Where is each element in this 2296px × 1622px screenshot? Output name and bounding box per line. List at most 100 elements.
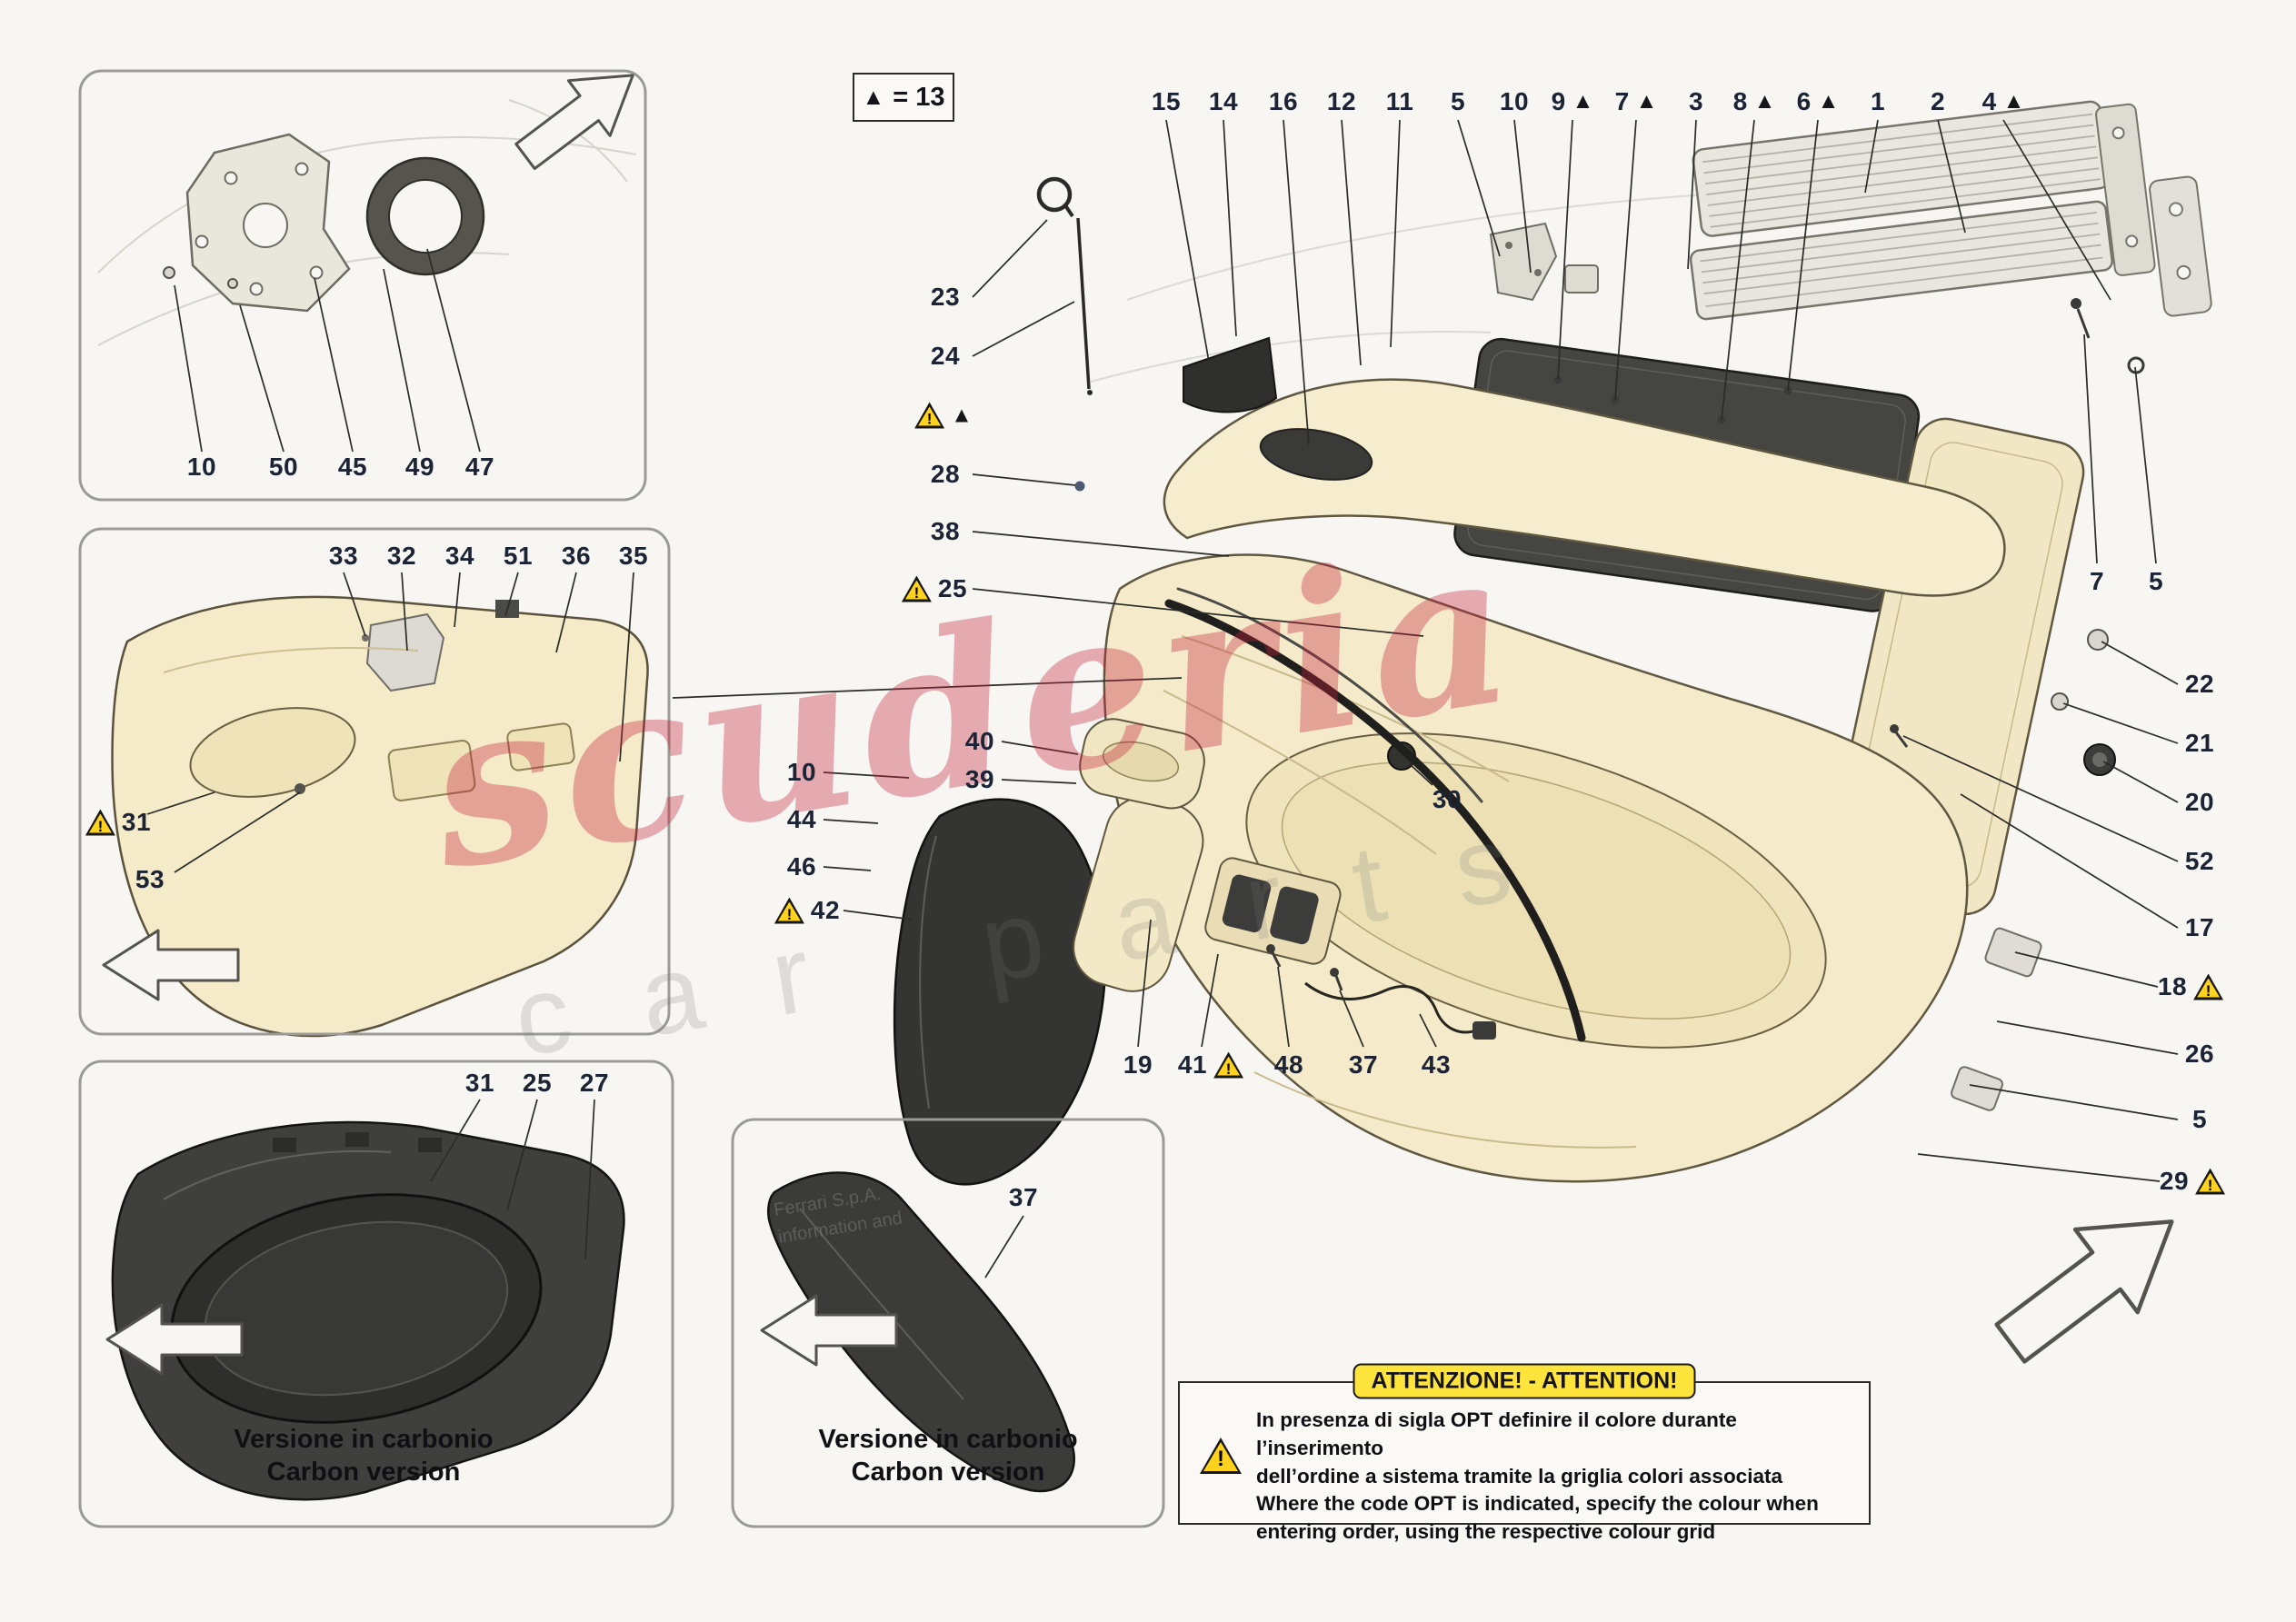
callout-number: 33 bbox=[328, 542, 359, 570]
callout-19-27: 19 bbox=[1123, 1050, 1153, 1080]
callout-number: 45 bbox=[337, 453, 368, 481]
attention-line: dell’ordine a sistema tramite la griglia… bbox=[1256, 1464, 1782, 1488]
callout-39-22: 39 bbox=[965, 765, 994, 794]
callout-number: 22 bbox=[2184, 670, 2215, 698]
callout-10-44: 10 bbox=[187, 453, 216, 482]
triangle-icon: ▲ bbox=[1635, 89, 1658, 114]
callout-number: 21 bbox=[2184, 729, 2215, 757]
callout-37-60: 37 bbox=[1009, 1183, 1038, 1212]
callout-number: 15 bbox=[1151, 87, 1182, 115]
callout-number: 26 bbox=[2184, 1040, 2215, 1068]
pull-ring-part bbox=[1036, 176, 1093, 395]
callout-29-43: 29! bbox=[2160, 1167, 2226, 1196]
callout-number: 41 bbox=[1177, 1050, 1208, 1079]
warning-icon: ! bbox=[1213, 1051, 1244, 1079]
wiring-harness-part bbox=[1304, 981, 1496, 1040]
callout-number: 5 bbox=[1450, 87, 1466, 115]
callout-2-13: 2 bbox=[1931, 87, 1945, 116]
callout-number: 10 bbox=[786, 758, 817, 786]
legend-box: ▲ = 13 bbox=[853, 73, 954, 122]
warning-icon: ! bbox=[901, 575, 932, 602]
callout-45-46: 45 bbox=[338, 453, 367, 482]
callout-number: 17 bbox=[2184, 913, 2215, 941]
triangle-icon: ▲ bbox=[951, 403, 973, 427]
callout-number: 2 bbox=[1930, 87, 1946, 115]
inset-door-substructure bbox=[111, 595, 649, 1038]
triangle-icon: ▲ bbox=[1817, 89, 1840, 114]
callout-number: 19 bbox=[1123, 1050, 1153, 1079]
callout-number: 11 bbox=[1385, 87, 1414, 115]
callout-number: 12 bbox=[1326, 87, 1357, 115]
caption-carbon-door: Versione in carbonio Carbon version bbox=[173, 1423, 554, 1489]
mounting-bracket-part bbox=[1489, 222, 1599, 302]
callout-number: 9 bbox=[1551, 87, 1566, 115]
callout-16-2: 16 bbox=[1269, 87, 1298, 116]
callout-47-48: 47 bbox=[465, 453, 494, 482]
callout-number: 23 bbox=[930, 283, 961, 311]
tweeter-pod-part bbox=[1183, 336, 1278, 413]
attention-title: ATTENZIONE! - ATTENTION! bbox=[1353, 1363, 1696, 1399]
callout-40-21: 40 bbox=[965, 727, 994, 756]
callout-number: 5 bbox=[2191, 1105, 2208, 1133]
callout-number: 6 bbox=[1796, 87, 1812, 115]
callout-8-10: 8▲ bbox=[1733, 87, 1776, 116]
callout-number: 53 bbox=[135, 865, 165, 893]
callout-number: 28 bbox=[930, 460, 961, 488]
arrow-icon bbox=[1994, 1219, 2174, 1364]
callout-number: 37 bbox=[1008, 1183, 1039, 1211]
callout-51-52: 51 bbox=[504, 542, 533, 571]
arrow-icon bbox=[514, 74, 634, 171]
callout-17-39: 17 bbox=[2185, 913, 2214, 942]
leader-lines bbox=[146, 119, 2179, 1279]
armrest-part bbox=[893, 718, 1342, 1186]
callout-number: 48 bbox=[1273, 1050, 1304, 1079]
caption-english: Carbon version bbox=[266, 1458, 461, 1488]
callout-50-45: 50 bbox=[269, 453, 298, 482]
callout-number: 25 bbox=[937, 574, 968, 602]
callout-4-14: 4▲ bbox=[1982, 87, 2025, 116]
callout-5-5: 5 bbox=[1451, 87, 1465, 116]
window-frame-part bbox=[1689, 100, 2156, 321]
callout-37-30: 37 bbox=[1349, 1050, 1378, 1080]
callout-11-4: 11 bbox=[1386, 87, 1414, 116]
callout-number: 3 bbox=[1688, 87, 1704, 115]
end-bracket-part bbox=[2149, 175, 2212, 317]
callout-number: 43 bbox=[1421, 1050, 1452, 1079]
callout-28-18: 28 bbox=[931, 460, 960, 489]
inset-carbon-door bbox=[111, 1120, 625, 1501]
warning-icon: ! bbox=[1200, 1438, 1242, 1474]
callout-12-3: 12 bbox=[1327, 87, 1356, 116]
callout-5-34: 5 bbox=[2149, 567, 2163, 596]
callout-41-28: 41! bbox=[1177, 1050, 1244, 1080]
caption-italian: Versione in carbonio bbox=[818, 1425, 1078, 1454]
callout-33-49: 33 bbox=[329, 542, 358, 571]
caption-italian: Versione in carbonio bbox=[234, 1425, 494, 1454]
callout-10-6: 10 bbox=[1500, 87, 1529, 116]
callout-number: 1 bbox=[1870, 87, 1886, 115]
callout-38-19: 38 bbox=[931, 517, 960, 546]
warning-icon: ! bbox=[914, 402, 945, 429]
warning-icon: ! bbox=[85, 809, 115, 836]
callout-number: 35 bbox=[618, 542, 649, 570]
callout-6-11: 6▲ bbox=[1797, 87, 1840, 116]
triangle-icon: ▲ bbox=[862, 84, 885, 110]
callout-25-58: 25 bbox=[523, 1069, 552, 1098]
callout-number: 10 bbox=[1499, 87, 1530, 115]
callout-36-53: 36 bbox=[562, 542, 591, 571]
arrow-icon bbox=[105, 1303, 244, 1376]
legend-label: = 13 bbox=[893, 82, 945, 112]
callout-27-59: 27 bbox=[580, 1069, 609, 1098]
callout-number: 14 bbox=[1208, 87, 1239, 115]
callout-number: 50 bbox=[268, 453, 299, 481]
attention-box: ATTENZIONE! - ATTENTION! ! In presenza d… bbox=[1178, 1363, 1871, 1543]
callout-number: 27 bbox=[579, 1069, 610, 1097]
callout-20-37: 20 bbox=[2185, 788, 2214, 817]
callout-number: 10 bbox=[186, 453, 217, 481]
callout-9-7: 9▲ bbox=[1552, 87, 1594, 116]
triangle-icon: ▲ bbox=[2002, 89, 2025, 114]
triangle-icon: ▲ bbox=[1753, 89, 1776, 114]
callout-number: 24 bbox=[930, 342, 961, 370]
